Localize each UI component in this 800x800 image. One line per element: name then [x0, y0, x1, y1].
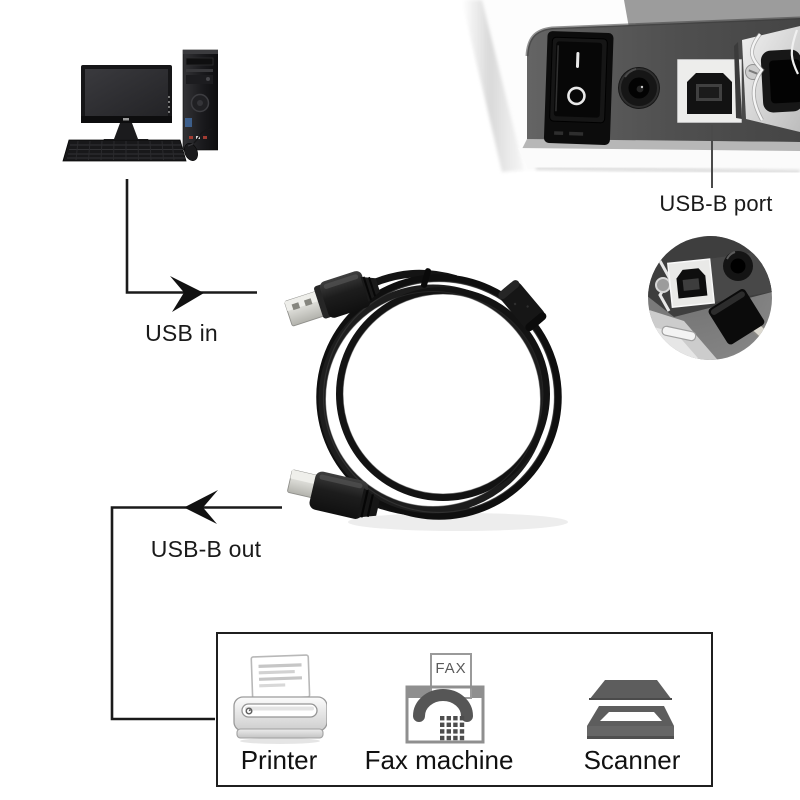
usb-a-connector: [284, 271, 380, 327]
scanner-label: Scanner: [583, 745, 681, 775]
usb-in-label: USB in: [145, 320, 218, 346]
mouse-icon: [184, 128, 213, 161]
power-switch: [543, 31, 614, 145]
keyboard-icon: [62, 139, 187, 162]
power-off-mark: [567, 86, 586, 106]
power-jack-port: [618, 67, 660, 109]
cable-shadow: [348, 513, 568, 531]
tower-pc-icon: [182, 49, 218, 151]
printer-icon: [233, 654, 327, 744]
usb-b-port-label: USB-B port: [659, 191, 773, 216]
usb-b-connector: [287, 469, 380, 519]
computer-to-cable-line: [125, 179, 257, 294]
desktop-computer-illustration: [62, 49, 218, 162]
usb-b-port: [677, 59, 742, 123]
usb-b-port-closeup-inset: [648, 236, 772, 360]
handset-icon: [413, 689, 473, 722]
inset-usb-b-port: [666, 258, 716, 309]
ferrite-bead: [498, 280, 547, 332]
usb-b-out-arrow-icon: [184, 490, 218, 524]
usb-a-to-usb-b-cable-photo: [284, 268, 568, 531]
fax-machine-icon: FAX: [405, 653, 485, 744]
compatible-devices-box: FAX Printer Fax machine Scanner: [216, 632, 713, 787]
usb-in-arrow-icon: [170, 276, 204, 312]
printer-label: Printer: [240, 745, 318, 775]
inset-power-jack: [723, 251, 753, 281]
scanner-icon: [587, 680, 674, 739]
keypad-dots: [440, 716, 465, 741]
fax-machine-label: Fax machine: [364, 745, 514, 775]
fax-paper-text: FAX: [435, 660, 466, 677]
monitor-icon: [81, 65, 172, 146]
cable-tie: [420, 268, 432, 288]
parallel-port: [734, 26, 800, 132]
power-on-mark: [575, 51, 580, 68]
printer-rear-corner-photo: [462, 0, 800, 174]
usb-b-out-label: USB-B out: [150, 536, 262, 562]
